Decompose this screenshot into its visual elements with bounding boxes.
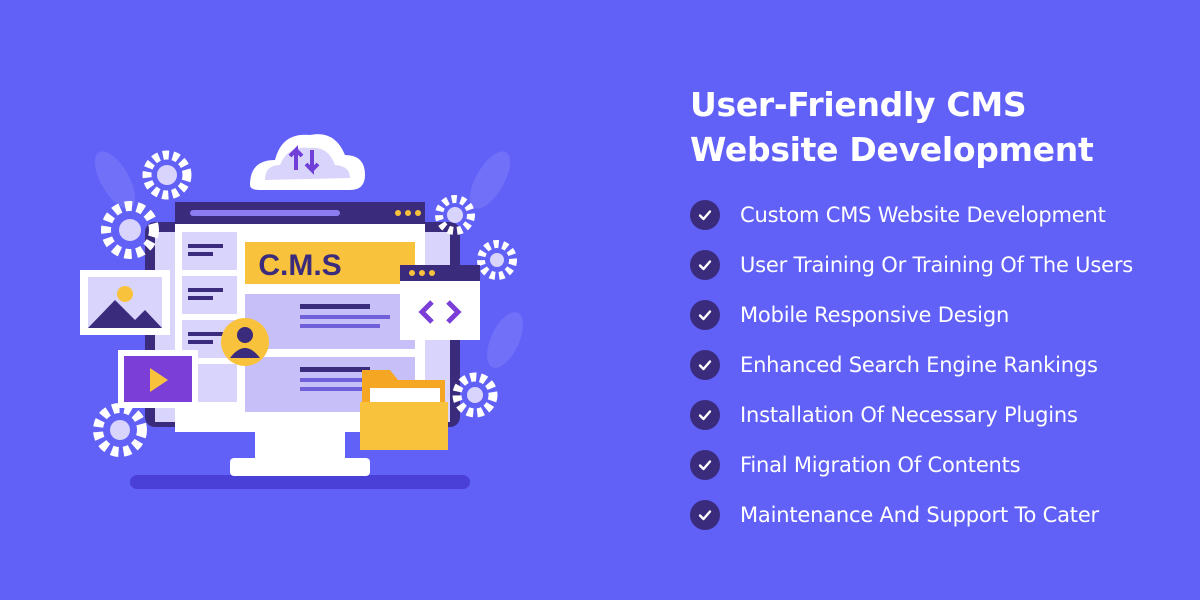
cloud-sync-icon <box>250 134 365 190</box>
feature-label: Custom CMS Website Development <box>740 203 1106 227</box>
cms-banner-text: C.M.S <box>258 249 341 282</box>
feature-label: Mobile Responsive Design <box>740 303 1010 327</box>
gear-icon <box>93 403 147 457</box>
feature-item: Maintenance And Support To Cater <box>690 490 1190 540</box>
check-icon <box>690 350 720 380</box>
monitor-base <box>230 458 370 476</box>
check-icon <box>690 500 720 530</box>
cms-illustration: C.M.S <box>80 134 523 489</box>
feature-label: Enhanced Search Engine Rankings <box>740 353 1098 377</box>
gear-icon <box>142 150 192 200</box>
sidebar-blocks <box>182 232 237 402</box>
feature-item: Enhanced Search Engine Rankings <box>690 340 1190 390</box>
video-play-icon <box>118 350 198 408</box>
feature-item: User Training Or Training Of The Users <box>690 240 1190 290</box>
page-title: User-Friendly CMS Website Development <box>690 82 1190 172</box>
window-dot <box>405 210 411 216</box>
check-icon <box>690 300 720 330</box>
feature-item: Mobile Responsive Design <box>690 290 1190 340</box>
gear-icon <box>452 372 498 418</box>
user-avatar-icon <box>221 318 269 366</box>
desk-shadow <box>130 475 470 489</box>
url-bar <box>190 210 340 216</box>
title-line-1: User-Friendly CMS <box>690 85 1027 124</box>
window-dot <box>415 210 421 216</box>
feature-label: User Training Or Training Of The Users <box>740 253 1133 277</box>
gear-icon <box>101 201 159 259</box>
folder-icon <box>360 370 448 450</box>
feature-item: Installation Of Necessary Plugins <box>690 390 1190 440</box>
feature-label: Installation Of Necessary Plugins <box>740 403 1078 427</box>
check-icon <box>690 200 720 230</box>
feature-item: Custom CMS Website Development <box>690 190 1190 240</box>
check-icon <box>690 250 720 280</box>
feature-label: Maintenance And Support To Cater <box>740 503 1099 527</box>
check-icon <box>690 400 720 430</box>
cms-banner <box>245 242 415 284</box>
content-panel: User-Friendly CMS Website Development Cu… <box>690 82 1190 540</box>
feature-label: Final Migration Of Contents <box>740 453 1021 477</box>
feature-item: Final Migration Of Contents <box>690 440 1190 490</box>
image-card-icon <box>80 270 170 335</box>
code-window-icon <box>400 265 480 340</box>
window-dot <box>395 210 401 216</box>
gear-icon <box>435 195 475 235</box>
check-icon <box>690 450 720 480</box>
gear-icon <box>477 240 517 280</box>
leaf-decoration <box>94 151 523 368</box>
feature-list: Custom CMS Website Development User Trai… <box>690 190 1190 540</box>
title-line-2: Website Development <box>690 130 1094 169</box>
